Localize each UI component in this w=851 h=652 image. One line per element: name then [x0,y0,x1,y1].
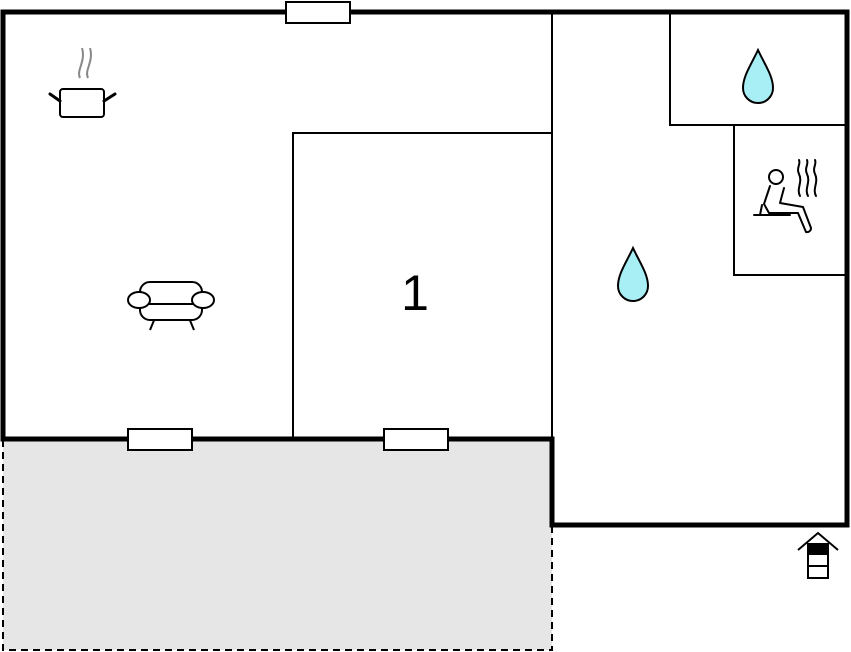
window-bottom-left [127,428,193,451]
room-label: 1 [401,265,429,321]
window-bottom-middle [383,428,449,451]
terrace [2,438,553,651]
interior-walls [292,12,847,439]
sofa-icon [127,281,215,331]
water-drop-icon [616,245,650,302]
cooking-pot-icon [48,47,117,118]
water-drop-icon [741,47,775,104]
entrance-icon [797,531,839,579]
window-top [285,1,351,24]
outer-walls [0,9,850,528]
sauna-icon [753,159,818,234]
